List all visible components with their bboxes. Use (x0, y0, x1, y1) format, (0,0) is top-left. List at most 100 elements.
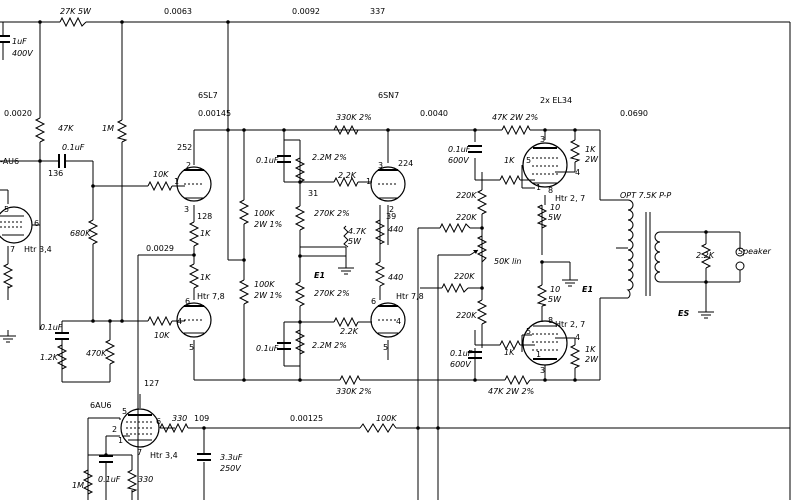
pin-el34-bot-3: 3 (540, 366, 545, 375)
pin-el34-top-8: 8 (548, 186, 553, 195)
pin-6sl7-4: 4 (177, 317, 182, 326)
pin-el34-top-3: 3 (540, 135, 545, 144)
resistor-1k-b-zigzag (188, 263, 200, 289)
pin-6au6-bot-6: 6 (156, 417, 161, 426)
tube-label-6sl7: 6SL7 (198, 91, 218, 100)
tube-6sn7-bot (370, 302, 406, 338)
pin-el34-bot-5: 5 (526, 327, 531, 336)
resistor-22m-b-body (294, 329, 306, 355)
pin-6au6-bot-1: 1 (118, 436, 123, 445)
label-r-47k-5w: 4.7K (348, 227, 367, 236)
heater-6au6-bot: Htr 3,4 (150, 451, 178, 460)
pin-6sl7-3: 3 (184, 205, 189, 214)
tube-label-6au6-top: -AU6 (0, 157, 19, 166)
resistor-47k-2w-bot-zigzag (504, 374, 531, 386)
label-c-01uf-left: 0.1uF (40, 323, 63, 332)
label-r-22m-a: 2.2M 2% (312, 153, 347, 162)
resistor-22k-spk-zigzag (700, 243, 712, 269)
heater-el34-bot: Htr 2, 7 (555, 320, 585, 329)
label-r-10k-b: 10K (154, 331, 170, 340)
pin-6au6-bot-7: 7 (137, 448, 142, 457)
resistor-330k-top-zigzag (333, 124, 359, 136)
label-r-470k: 470K (86, 349, 107, 358)
test-point-labels: 0.0063 0.0092 337 0.0020 0.00145 0.0040 … (4, 7, 648, 423)
tube-6au6-bot (120, 408, 160, 448)
heater-6sn7: Htr 7,8 (396, 292, 424, 301)
resistor-47k-left-zigzag (34, 117, 46, 143)
heater-el34-top: Htr 2, 7 (555, 194, 585, 203)
label-r-10-b-w: 5W (548, 295, 562, 304)
speaker-terminals (735, 247, 745, 271)
pin-el34-bot-1: 1 (536, 350, 541, 359)
ground-e1-b (562, 270, 578, 287)
label-r-330k-top: 330K 2% (336, 113, 372, 122)
resistor-47k-5w-zigzag (343, 225, 349, 248)
resistor-440-a-zigzag (374, 219, 386, 245)
tube-6sl7-top (176, 166, 212, 202)
tube-label-6sn7: 6SN7 (378, 91, 399, 100)
resistor-12k-zigzag (56, 344, 68, 370)
pin-6sn7-4: 4 (396, 317, 401, 326)
test-point-0020: 0.0020 (4, 109, 32, 118)
pin-6sl7-2: 2 (186, 161, 191, 170)
label-r-270k-a: 270K 2% (314, 209, 350, 218)
label-opt: OPT 7.5K P-P (620, 191, 671, 200)
resistor-47k-2w-top-zigzag (501, 124, 531, 136)
label-r-440-b: 440 (388, 273, 403, 282)
resistor-220k-a-zigzag (476, 189, 488, 215)
speaker-terminal-minus (735, 261, 745, 271)
cap-01uf-c (277, 342, 291, 350)
label-r-440-a: 440 (388, 225, 403, 234)
resistor-330-b-zigzag (126, 469, 138, 493)
label-r-22k-a: 2.2K (338, 171, 357, 180)
label-ground-e1-a: E1 (314, 271, 325, 280)
label-r-1k-g2: 1K (504, 348, 515, 357)
resistor-270k-b-zigzag (294, 281, 306, 307)
resistor-1k-2w-a-zigzag (569, 139, 581, 163)
label-ground-es: ES (678, 309, 689, 318)
pin-6sl7-1: 1 (174, 177, 179, 186)
label-c-33uf-v: 250V (220, 464, 241, 473)
pin-6sl7-6: 6 (185, 297, 190, 306)
voltage-39: 39 (386, 212, 396, 221)
capacitors (0, 35, 482, 463)
label-r-1k-2w-a-w: 2W (585, 155, 599, 164)
pin-6sn7-1: 1 (366, 177, 371, 186)
label-r-1k-2w-b-w: 2W (585, 355, 599, 364)
label-c-01uf-600-a-v: 600V (448, 156, 469, 165)
label-r-100k-fb: 100K (376, 414, 397, 423)
cap-33uf (197, 453, 211, 461)
pin-6sn7-2: 2 (389, 205, 394, 214)
resistor-470k-zigzag (104, 339, 116, 365)
label-r-27k: 27K 5W (60, 7, 92, 16)
pin-6au6-bot-2: 2 (112, 425, 117, 434)
label-c-33uf: 3.3uF (220, 453, 243, 462)
pin-6au6-top-6: 6 (34, 219, 39, 228)
resistor-220k-b-zigzag (439, 222, 471, 234)
resistor-220k-d-zigzag (476, 299, 488, 325)
test-point-0690: 0.0690 (620, 109, 648, 118)
tube-6au6-top (0, 206, 40, 244)
test-point-00125: 0.00125 (290, 414, 323, 423)
voltage-109: 109 (194, 414, 209, 423)
label-r-220k-c: 220K (454, 272, 475, 281)
label-c-01uf-600-a: 0.1uF (448, 145, 471, 154)
tube-6sn7-top (370, 166, 406, 202)
pin-6sn7-5: 5 (383, 343, 388, 352)
label-c-01uf-a: 0.1uF (62, 143, 85, 152)
resistor-10-b-zigzag (536, 284, 548, 307)
label-speaker: Speaker (738, 247, 772, 256)
label-r-330-b: 330 (138, 475, 153, 484)
resistor-1k-a-zigzag (188, 221, 200, 247)
test-point-337: 337 (370, 7, 385, 16)
voltage-252: 252 (177, 143, 192, 152)
cap-01uf-b (277, 140, 291, 182)
pin-el34-top-5: 5 (526, 156, 531, 165)
label-r-1k-2w-a: 1K (585, 145, 596, 154)
resistor-330-a-zigzag (159, 422, 189, 434)
resistor-22k-b-zigzag (333, 316, 359, 328)
resistor-22m-a-body (294, 157, 306, 183)
resistor-10k-b-zigzag (147, 315, 173, 327)
pin-6sn7-6: 6 (371, 297, 376, 306)
ground-labels: E1 E1 ES (314, 271, 689, 318)
